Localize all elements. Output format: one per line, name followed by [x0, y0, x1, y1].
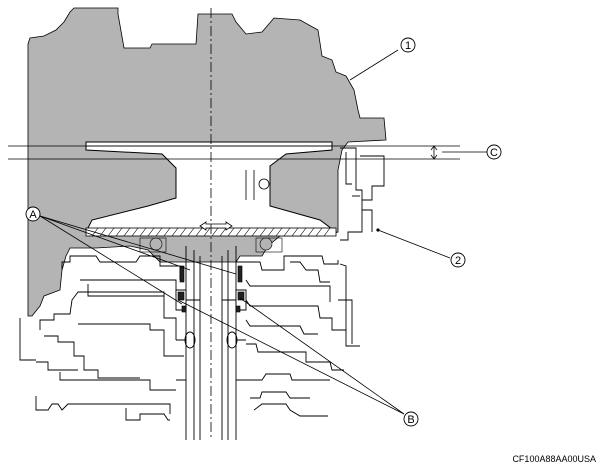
part-2-point — [376, 228, 380, 232]
callout-1-label: 1 — [405, 40, 411, 52]
leader-lines — [39, 49, 451, 415]
double-arrow-icon — [199, 221, 233, 231]
callout-a: A — [25, 206, 41, 222]
callout-b: B — [403, 411, 419, 427]
callout-c: C — [486, 144, 502, 160]
callout-2: 2 — [450, 252, 466, 268]
figure-code: CF100A88AA00USA — [512, 454, 596, 464]
hatch-lines — [91, 227, 331, 237]
callout-a-label: A — [29, 209, 37, 221]
callout-c-label: C — [490, 147, 498, 159]
callout-1: 1 — [400, 37, 416, 53]
callout-2-label: 2 — [455, 255, 461, 267]
clearance-lines — [8, 145, 488, 160]
seal-parts — [177, 265, 245, 313]
callout-b-label: B — [407, 414, 414, 426]
